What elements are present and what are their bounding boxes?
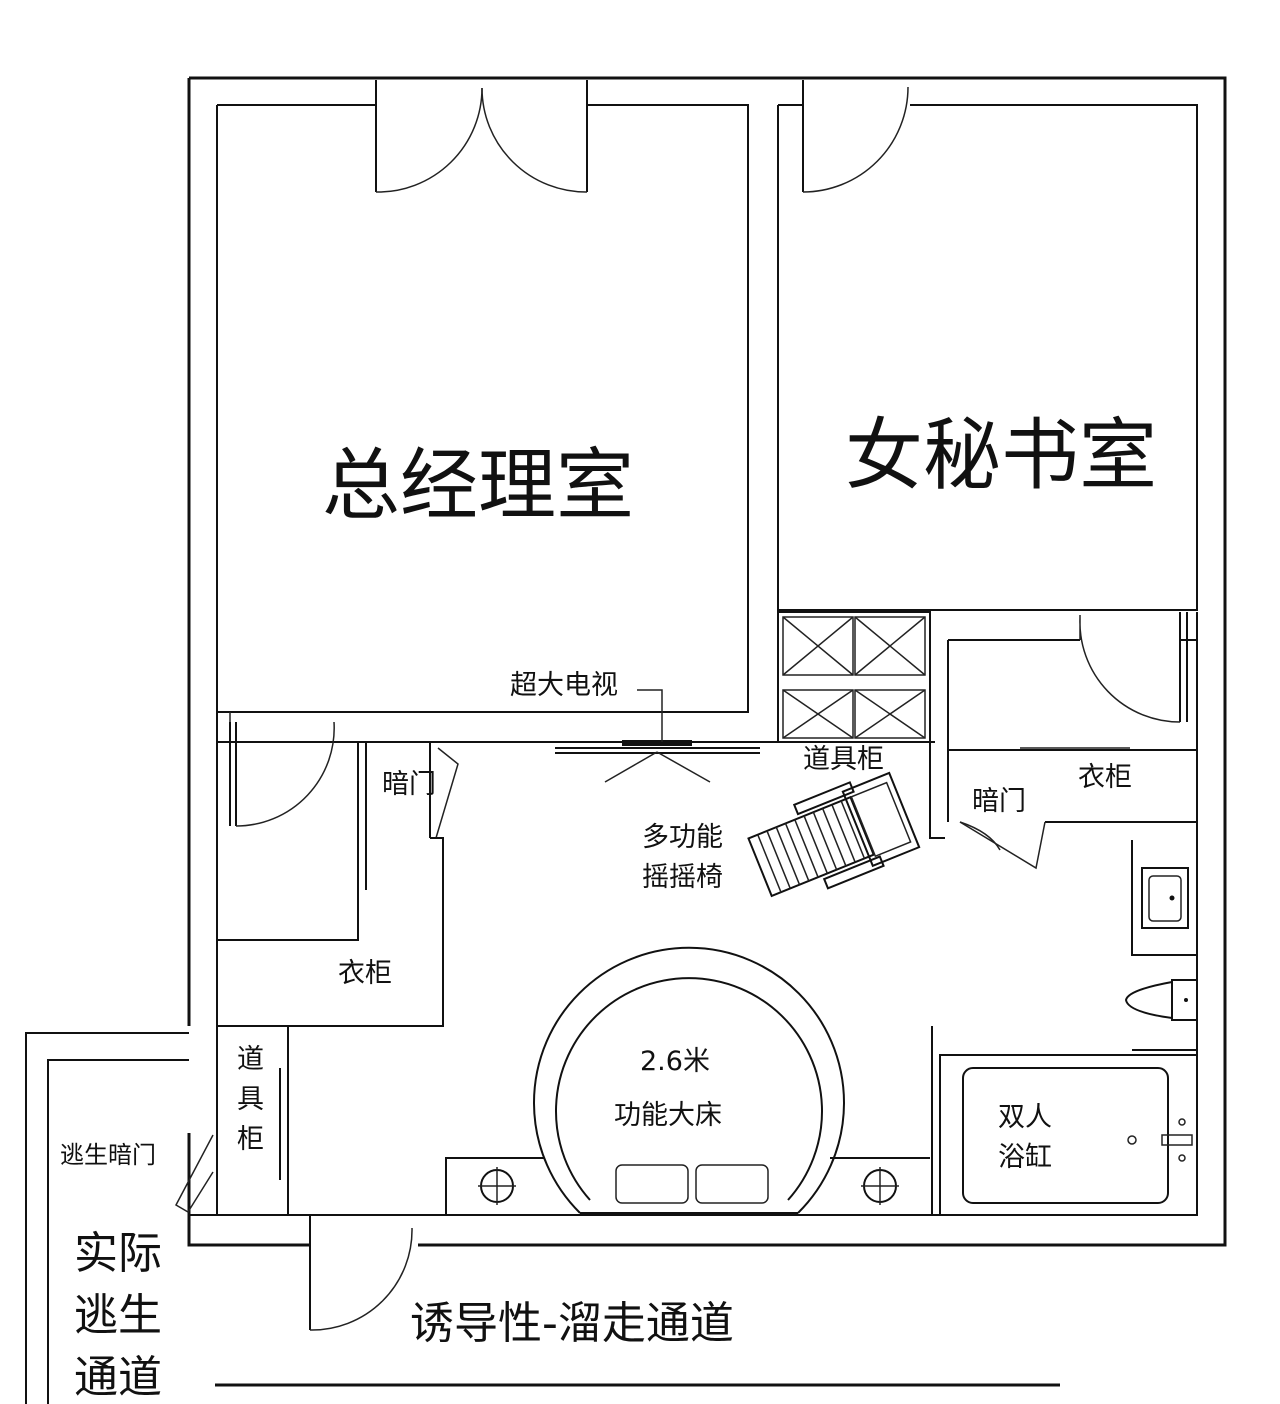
- rocking-chair: [747, 771, 921, 898]
- escape-route: [25, 1032, 189, 1404]
- escape-route-label-3: 通道: [74, 1352, 162, 1403]
- escape-route-label-1: 实际: [74, 1228, 162, 1279]
- prop-cabinet-vertical-1: 道: [237, 1044, 264, 1075]
- outer-wall: [187, 76, 1227, 1247]
- bed-label-1: 2.6米: [640, 1046, 710, 1077]
- prop-cabinet-vertical-2: 具: [237, 1084, 264, 1115]
- wardrobe-right-label: 衣柜: [1078, 762, 1132, 793]
- bed-label-2: 功能大床: [614, 1100, 722, 1131]
- rocking-chair-label-1: 多功能: [642, 822, 723, 853]
- right-inner-rooms: [929, 612, 1197, 870]
- nightstand-right-icon: [861, 1167, 899, 1205]
- escape-hidden-door-label: 逃生暗门: [60, 1141, 156, 1169]
- gm-office-room: [216, 80, 749, 713]
- prop-cabinet-boxes: [777, 611, 931, 743]
- bathtub-label-2: 浴缸: [998, 1142, 1052, 1173]
- hidden-door-right-label: 暗门: [972, 786, 1026, 817]
- bathroom: [931, 840, 1198, 1216]
- prop-cabinet-vertical-3: 柜: [237, 1124, 264, 1155]
- escape-route-label-2: 逃生: [74, 1290, 162, 1341]
- hidden-door-left-label: 暗门: [382, 769, 436, 800]
- nightstand-left-icon: [478, 1167, 516, 1205]
- wardrobe-left-label: 衣柜: [338, 958, 392, 989]
- left-wardrobe-area: [216, 712, 459, 1215]
- prop-cabinet-top-label: 道具柜: [803, 744, 884, 775]
- secretary-room-label: 女秘书室: [845, 411, 1157, 501]
- gm-office-label: 总经理室: [322, 441, 634, 531]
- corridor: [189, 612, 1198, 1387]
- escape-door-area: [175, 1068, 281, 1214]
- rocking-chair-label-2: 摇摇椅: [642, 862, 723, 893]
- super-tv-label: 超大电视: [510, 670, 618, 701]
- bathtub-label-1: 双人: [998, 1102, 1052, 1133]
- secretary-room: [777, 80, 1198, 611]
- round-bed: [445, 946, 930, 1215]
- decoy-corridor-label: 诱导性-溜走通道: [410, 1298, 734, 1349]
